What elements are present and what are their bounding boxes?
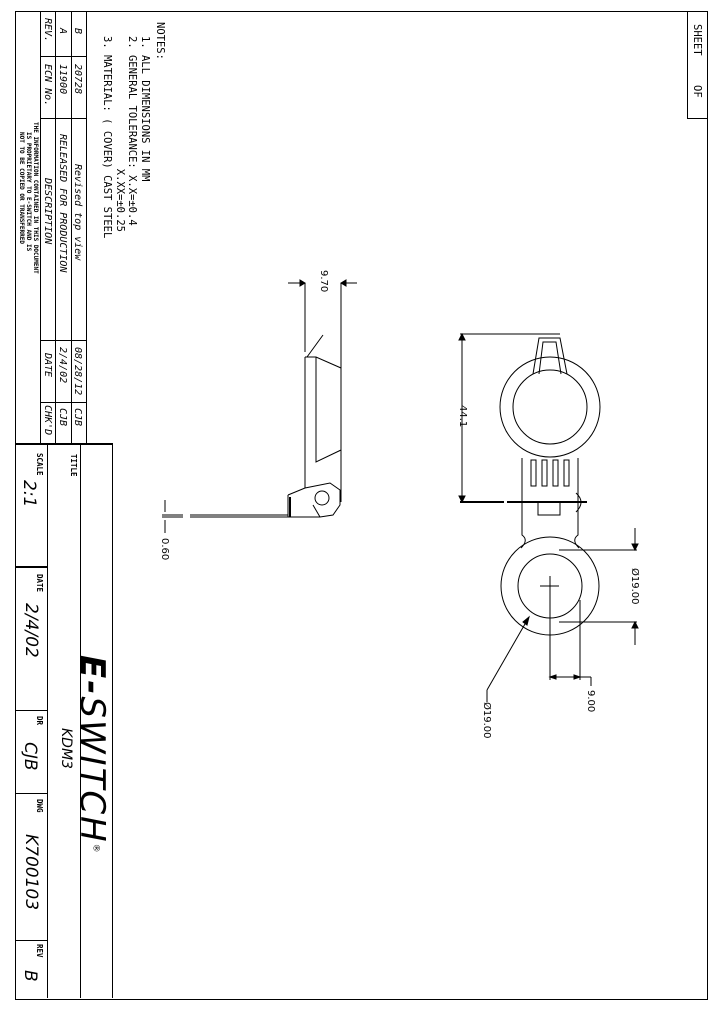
top-view <box>458 332 639 702</box>
dim-overall-length: 44.1 <box>457 405 468 428</box>
drawing-border <box>15 11 708 1000</box>
dim-hole-dia-left: Ø19.00 <box>481 702 492 739</box>
dim-hole-offset: 9.00 <box>585 690 596 713</box>
dim-side-width: 9.70 <box>318 270 329 293</box>
dim-side-thickness: 0.60 <box>159 538 170 561</box>
sheet-box <box>687 11 708 119</box>
dim-hole-dia-right: Ø19.00 <box>629 568 640 605</box>
side-view <box>162 279 357 533</box>
